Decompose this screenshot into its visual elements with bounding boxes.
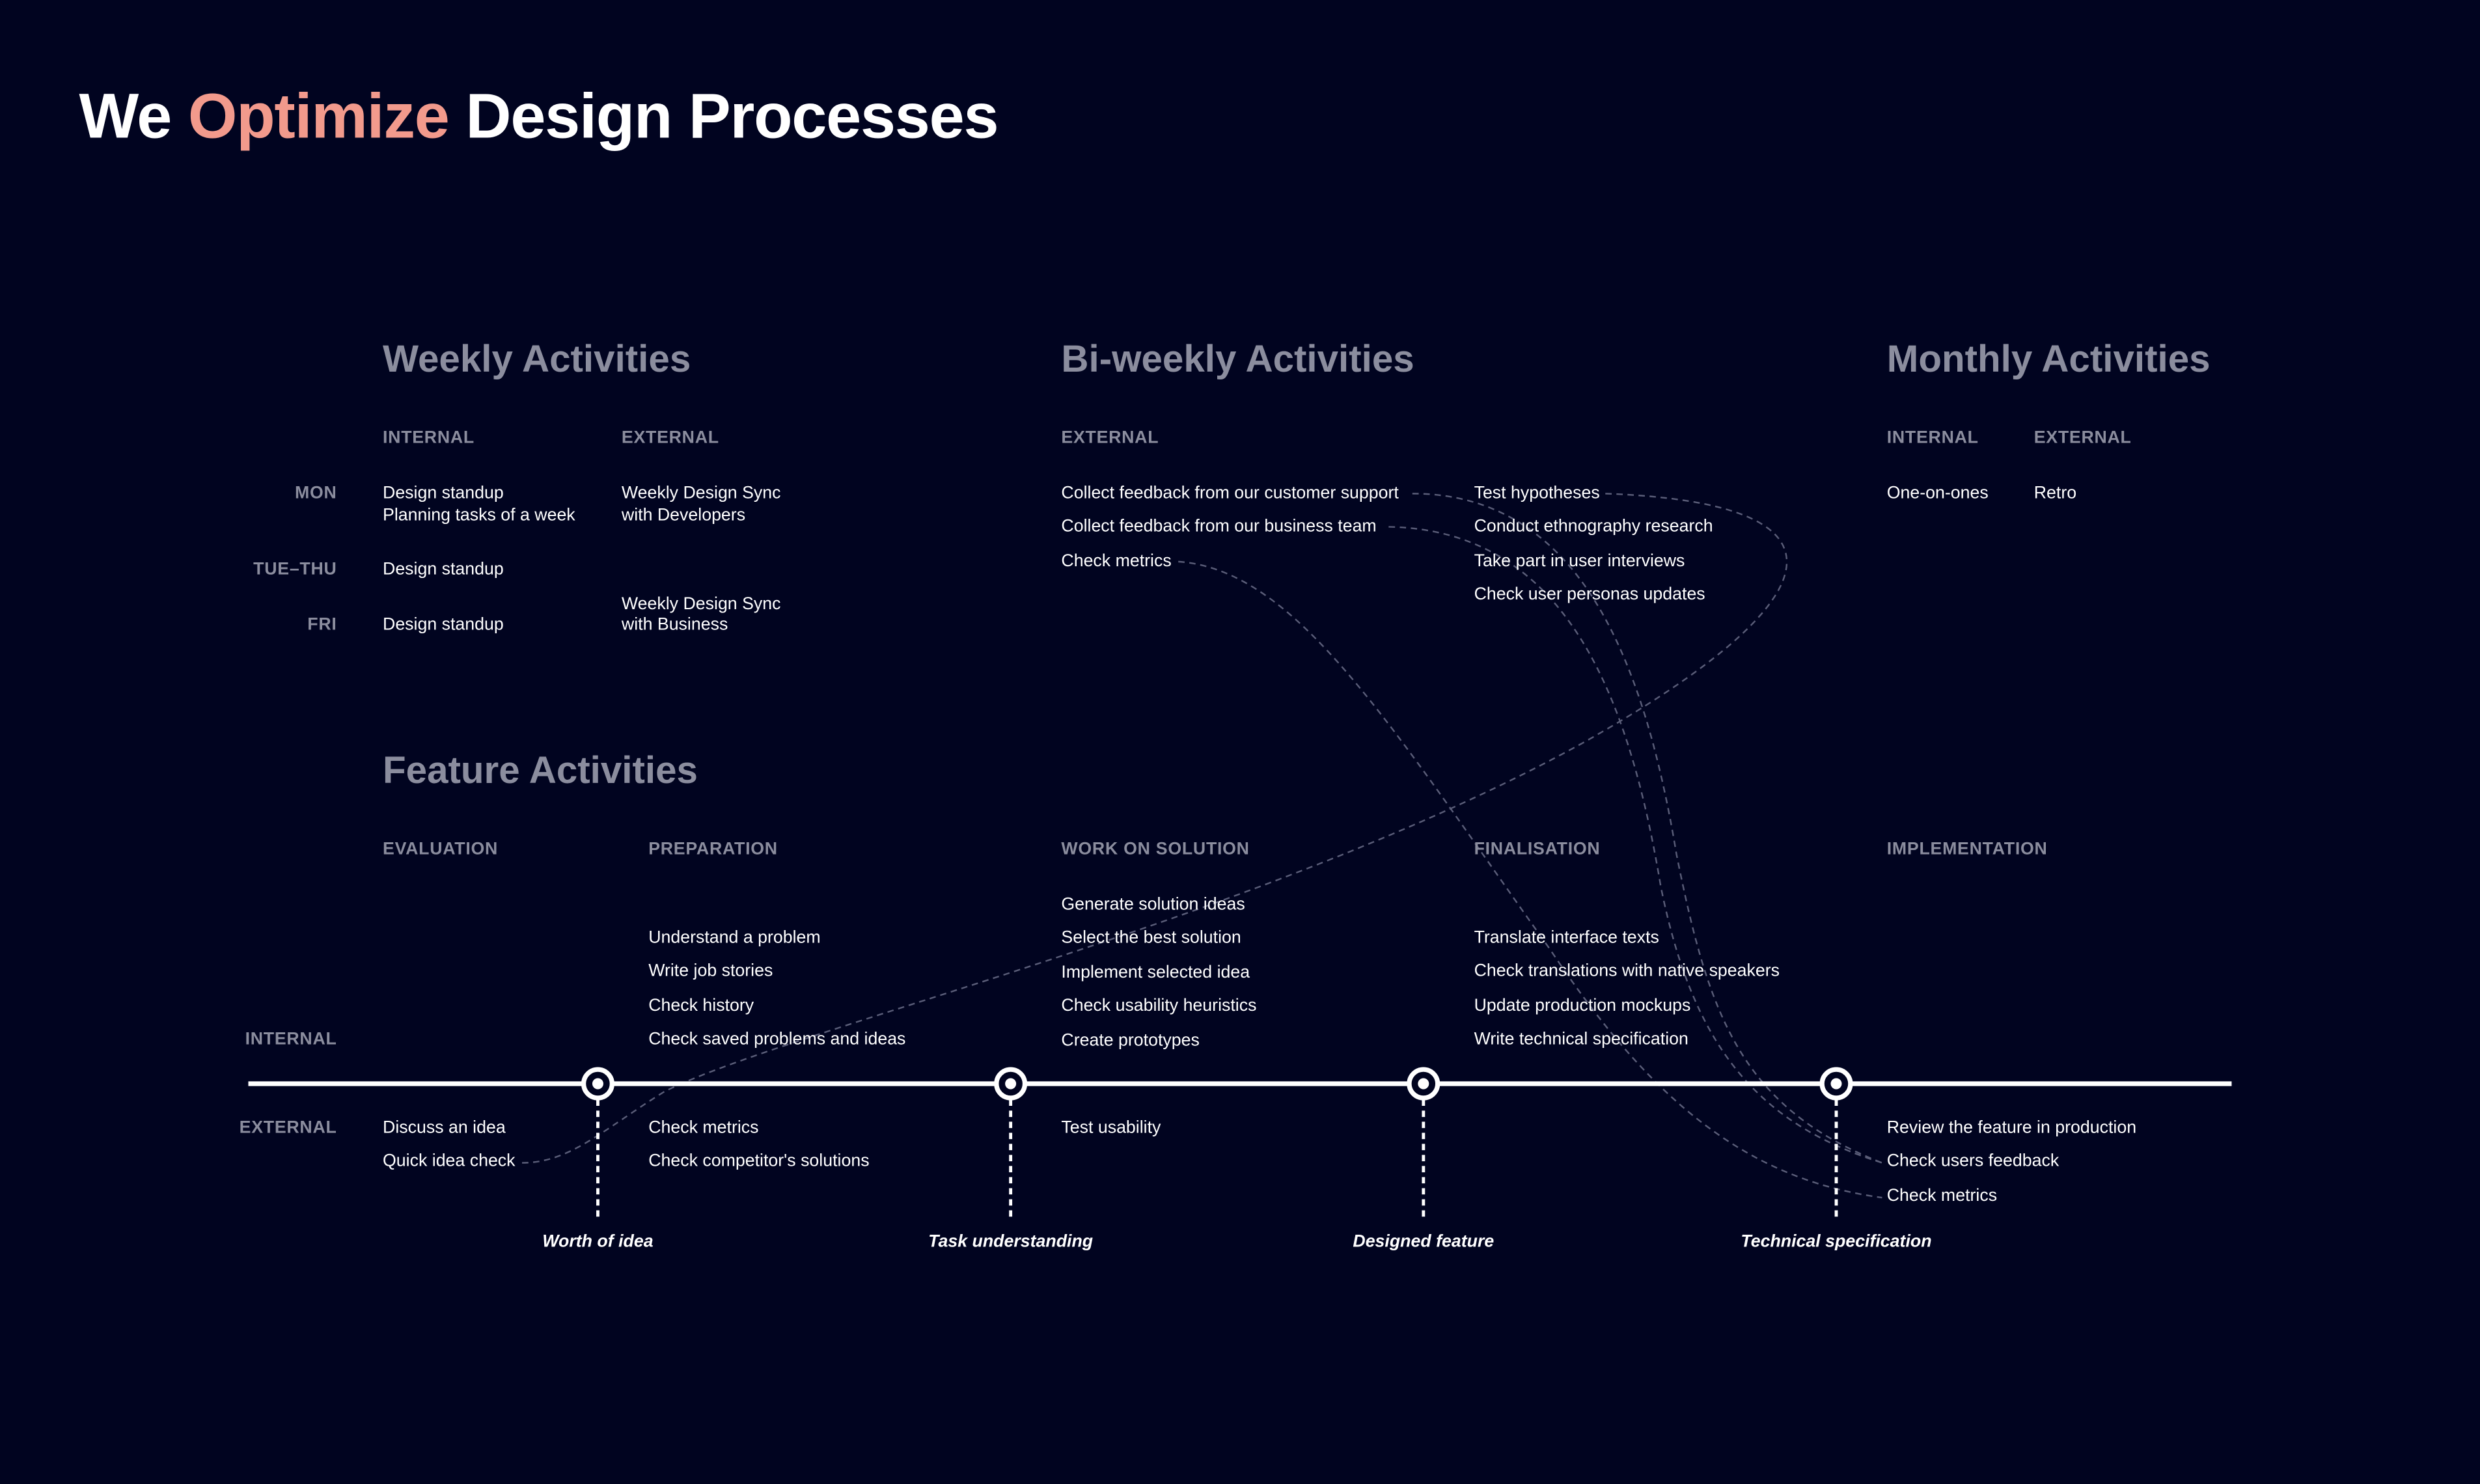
impl-external-1: Review the feature in production: [1886, 1118, 2137, 1138]
prep-internal-3: Check history: [648, 996, 754, 1016]
eval-external-2: Quick idea check: [383, 1151, 516, 1171]
day-label-fri: FRI: [307, 615, 337, 635]
work-internal-3: Implement selected idea: [1061, 963, 1250, 983]
milestone-label-2: Task understanding: [928, 1232, 1094, 1252]
title-part-1: We: [79, 82, 188, 152]
milestone-marker-1: [581, 1067, 614, 1101]
biweekly-item-ethnography: Conduct ethnography research: [1474, 517, 1713, 537]
final-internal-2: Check translations with native speakers: [1474, 961, 1780, 982]
connector-check-metrics: [1178, 560, 1882, 1199]
final-internal-4: Write technical specification: [1474, 1030, 1688, 1049]
phase-evaluation: EVALUATION: [383, 840, 499, 859]
weekly-fri-internal: Design standup: [383, 615, 504, 635]
biweekly-item-personas: Check user personas updates: [1474, 585, 1705, 605]
weekly-mon-internal-1: Design standup: [383, 484, 504, 503]
final-internal-3: Update production mockups: [1474, 996, 1691, 1016]
phase-finalisation: FINALISATION: [1474, 840, 1601, 859]
phase-work-on-solution: WORK ON SOLUTION: [1061, 840, 1250, 859]
monthly-internal-item: One-on-ones: [1886, 484, 1989, 503]
weekly-internal-header: INTERNAL: [383, 428, 475, 448]
biweekly-item-user-interviews: Take part in user interviews: [1474, 552, 1685, 571]
weekly-fri-external-2: with Business: [621, 615, 728, 635]
prep-external-2: Check competitor's solutions: [648, 1151, 870, 1171]
eval-external-1: Discuss an idea: [383, 1118, 506, 1138]
day-label-tue-thu: TUE–THU: [253, 560, 337, 579]
milestone-label-3: Designed feature: [1353, 1232, 1495, 1252]
title-part-2: Design Processes: [448, 82, 999, 152]
biweekly-item-business-team: Collect feedback from our business team: [1061, 517, 1377, 537]
monthly-external-item: Retro: [2033, 484, 2077, 503]
weekly-mon-internal-2: Planning tasks of a week: [383, 505, 575, 525]
weekly-title: Weekly Activities: [383, 338, 691, 381]
row-label-external: EXTERNAL: [239, 1118, 337, 1138]
feature-title: Feature Activities: [383, 750, 698, 793]
biweekly-title: Bi-weekly Activities: [1061, 338, 1414, 381]
weekly-fri-external-1: Weekly Design Sync: [621, 594, 781, 613]
connector-feedback-business: [1388, 526, 1882, 1164]
monthly-external-header: EXTERNAL: [2033, 428, 2132, 448]
milestone-label-1: Worth of idea: [542, 1232, 654, 1252]
work-internal-2: Select the best solution: [1061, 928, 1241, 948]
milestone-marker-2: [994, 1067, 1028, 1101]
title-highlight: Optimize: [187, 82, 450, 152]
prep-internal-2: Write job stories: [648, 961, 773, 982]
work-internal-5: Create prototypes: [1061, 1031, 1200, 1051]
prep-external-1: Check metrics: [648, 1118, 759, 1138]
prep-internal-1: Understand a problem: [648, 928, 821, 948]
monthly-internal-header: INTERNAL: [1886, 428, 1979, 448]
weekly-mon-external-1: Weekly Design Sync: [621, 484, 781, 503]
weekly-tue-thu-internal: Design standup: [383, 560, 504, 579]
milestone-marker-4: [1819, 1067, 1853, 1101]
biweekly-item-customer-support: Collect feedback from our customer suppo…: [1061, 484, 1399, 503]
row-label-internal: INTERNAL: [245, 1030, 337, 1049]
weekly-external-header: EXTERNAL: [621, 428, 719, 448]
prep-internal-4: Check saved problems and ideas: [648, 1030, 906, 1049]
connector-test-hypotheses: [521, 493, 1788, 1164]
biweekly-item-check-metrics: Check metrics: [1061, 552, 1172, 571]
milestone-marker-3: [1407, 1067, 1440, 1101]
monthly-title: Monthly Activities: [1886, 338, 2211, 381]
final-internal-1: Translate interface texts: [1474, 928, 1659, 948]
work-external-1: Test usability: [1061, 1118, 1161, 1138]
page-title: We Optimize Design Processes: [79, 79, 999, 156]
phase-implementation: IMPLEMENTATION: [1886, 840, 2048, 859]
impl-external-3: Check metrics: [1886, 1187, 1998, 1206]
milestone-label-4: Technical specification: [1741, 1232, 1932, 1252]
work-internal-4: Check usability heuristics: [1061, 996, 1257, 1016]
connector-feedback-support: [1412, 493, 1882, 1164]
impl-external-2: Check users feedback: [1886, 1151, 2060, 1171]
weekly-mon-external-2: with Developers: [621, 505, 746, 525]
biweekly-external-header: EXTERNAL: [1061, 428, 1159, 448]
work-internal-1: Generate solution ideas: [1061, 895, 1245, 914]
biweekly-item-test-hypotheses: Test hypotheses: [1474, 484, 1600, 503]
day-label-mon: MON: [294, 484, 337, 503]
phase-preparation: PREPARATION: [648, 840, 778, 859]
